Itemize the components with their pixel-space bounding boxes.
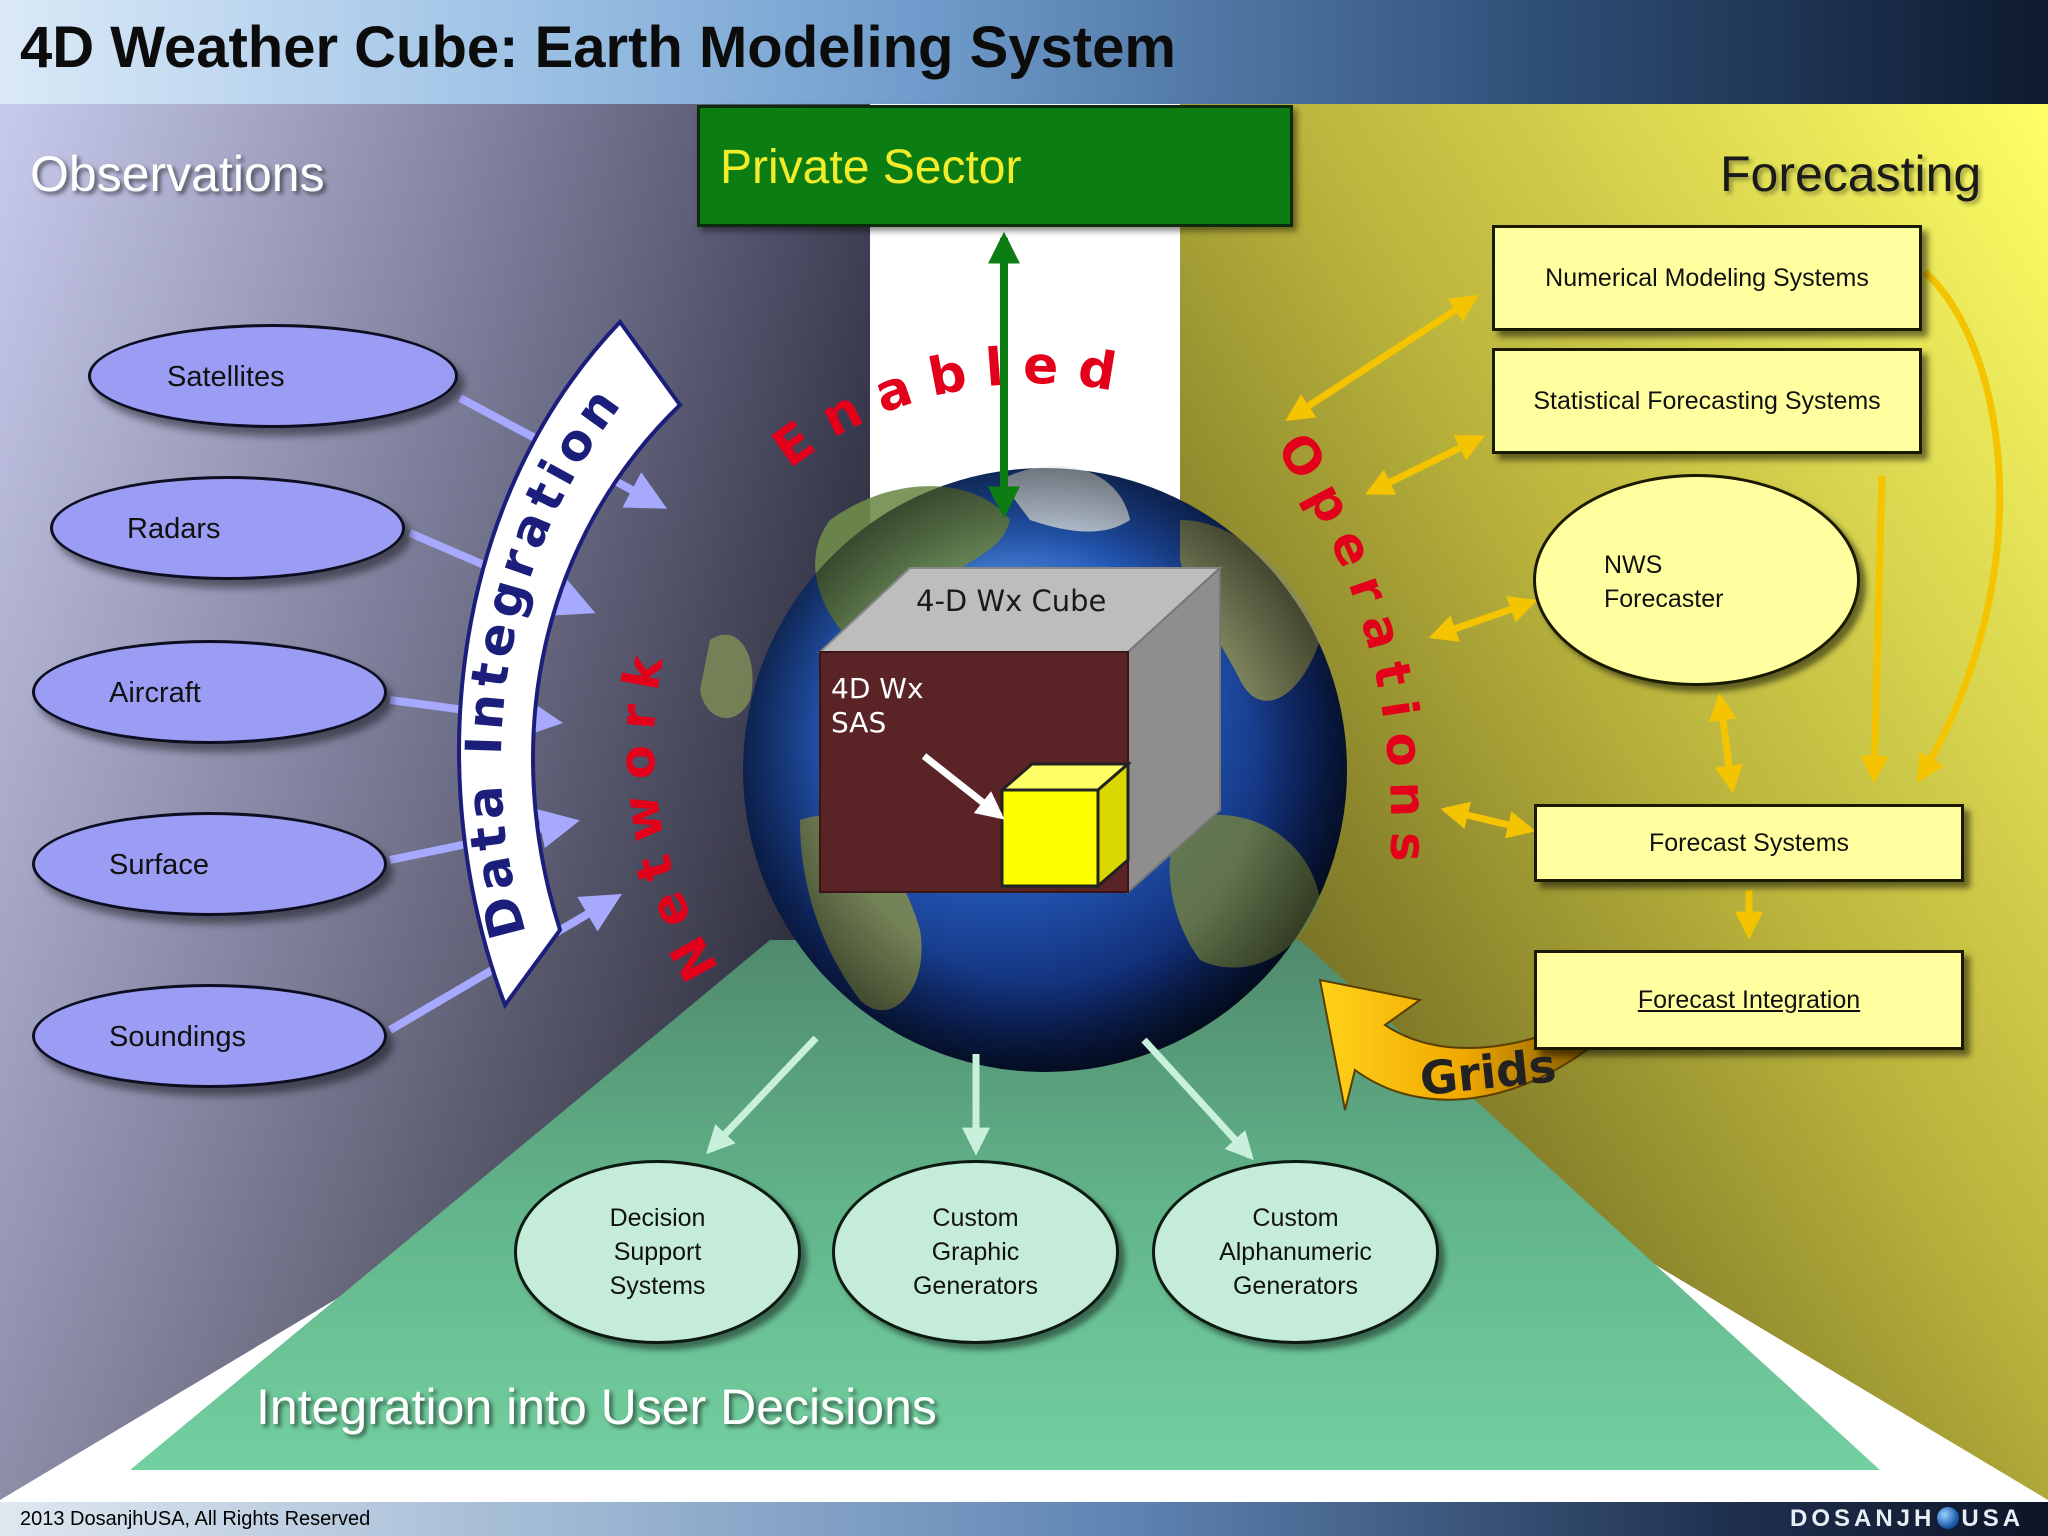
aircraft-node: Aircraft — [32, 640, 387, 744]
copyright-text: 2013 DosanjhUSA, All Rights Reserved — [20, 1508, 371, 1530]
soundings-label: Soundings — [109, 1021, 247, 1053]
satellites-label: Satellites — [167, 361, 285, 393]
surface-node: Surface — [32, 812, 387, 916]
data-integration-banner — [457, 318, 683, 1010]
forecast-integration-box: Forecast Integration — [1534, 950, 1964, 1050]
satellites-node: Satellites — [88, 324, 458, 428]
user-decisions-label: Integration into User Decisions — [256, 1379, 937, 1435]
private-sector-box: Private Sector — [697, 105, 1293, 227]
radars-label: Radars — [127, 513, 221, 545]
data-integration-text: Data Integration — [455, 373, 635, 945]
custom-alphanumeric-line1: Custom — [1252, 1204, 1339, 1232]
forecast-integration-label: Forecast Integration — [1637, 985, 1861, 1014]
sas-cube — [997, 760, 1133, 890]
custom-alphanumeric-line3: Generators — [1232, 1272, 1359, 1300]
custom-graphic-line2: Graphic — [931, 1238, 1020, 1266]
nws-forecaster-node: NWS Forecaster — [1533, 474, 1860, 686]
custom-alphanumeric-line2: Alphanumeric — [1219, 1238, 1372, 1266]
nws-line2: Forecaster — [1604, 585, 1724, 613]
custom-graphic-node: Custom Graphic Generators — [832, 1160, 1119, 1344]
observations-label: Observations — [30, 146, 325, 202]
custom-graphic-line3: Generators — [912, 1272, 1039, 1300]
sas-label-line2: SAS — [831, 706, 887, 739]
operations-text: Operations — [1265, 423, 1437, 877]
radars-node: Radars — [50, 476, 405, 580]
sas-label-line1: 4D Wx — [831, 672, 924, 705]
decision-support-node: Decision Support Systems — [514, 1160, 801, 1344]
nws-line1: NWS — [1604, 551, 1663, 579]
statistical-forecasting-box: Statistical Forecasting Systems — [1492, 348, 1922, 454]
soundings-node: Soundings — [32, 984, 387, 1088]
forecast-systems-box: Forecast Systems — [1534, 804, 1964, 882]
grids-arrow — [1318, 978, 1615, 1111]
title-bar — [0, 0, 2048, 104]
globe-icon — [1937, 1507, 1960, 1529]
footer-bar — [0, 1502, 2048, 1536]
brand-left: DOSANJH — [1790, 1505, 1936, 1532]
forecast-arrows — [1285, 269, 2004, 940]
user-arrows — [706, 1035, 1254, 1161]
custom-alphanumeric-node: Custom Alphanumeric Generators — [1152, 1160, 1439, 1344]
wx-cube-label: 4-D Wx Cube — [916, 584, 1107, 618]
network-text: Network — [608, 637, 730, 991]
numerical-modeling-box: Numerical Modeling Systems — [1492, 225, 1922, 331]
private-sector-label: Private Sector — [720, 141, 1022, 194]
brand-right: USA — [1961, 1505, 2025, 1532]
surface-label: Surface — [109, 849, 209, 881]
enabled-text: Enabled — [762, 336, 1138, 480]
page-title: 4D Weather Cube: Earth Modeling System — [20, 15, 1176, 80]
brand-logo: DOSANJH USA — [1790, 1505, 2024, 1533]
aircraft-label: Aircraft — [109, 677, 201, 709]
forecasting-label: Forecasting — [1720, 146, 1982, 202]
decision-support-line2: Support — [613, 1238, 702, 1266]
custom-graphic-line1: Custom — [932, 1204, 1019, 1232]
decision-support-line1: Decision — [609, 1204, 706, 1232]
decision-support-line3: Systems — [609, 1272, 706, 1300]
